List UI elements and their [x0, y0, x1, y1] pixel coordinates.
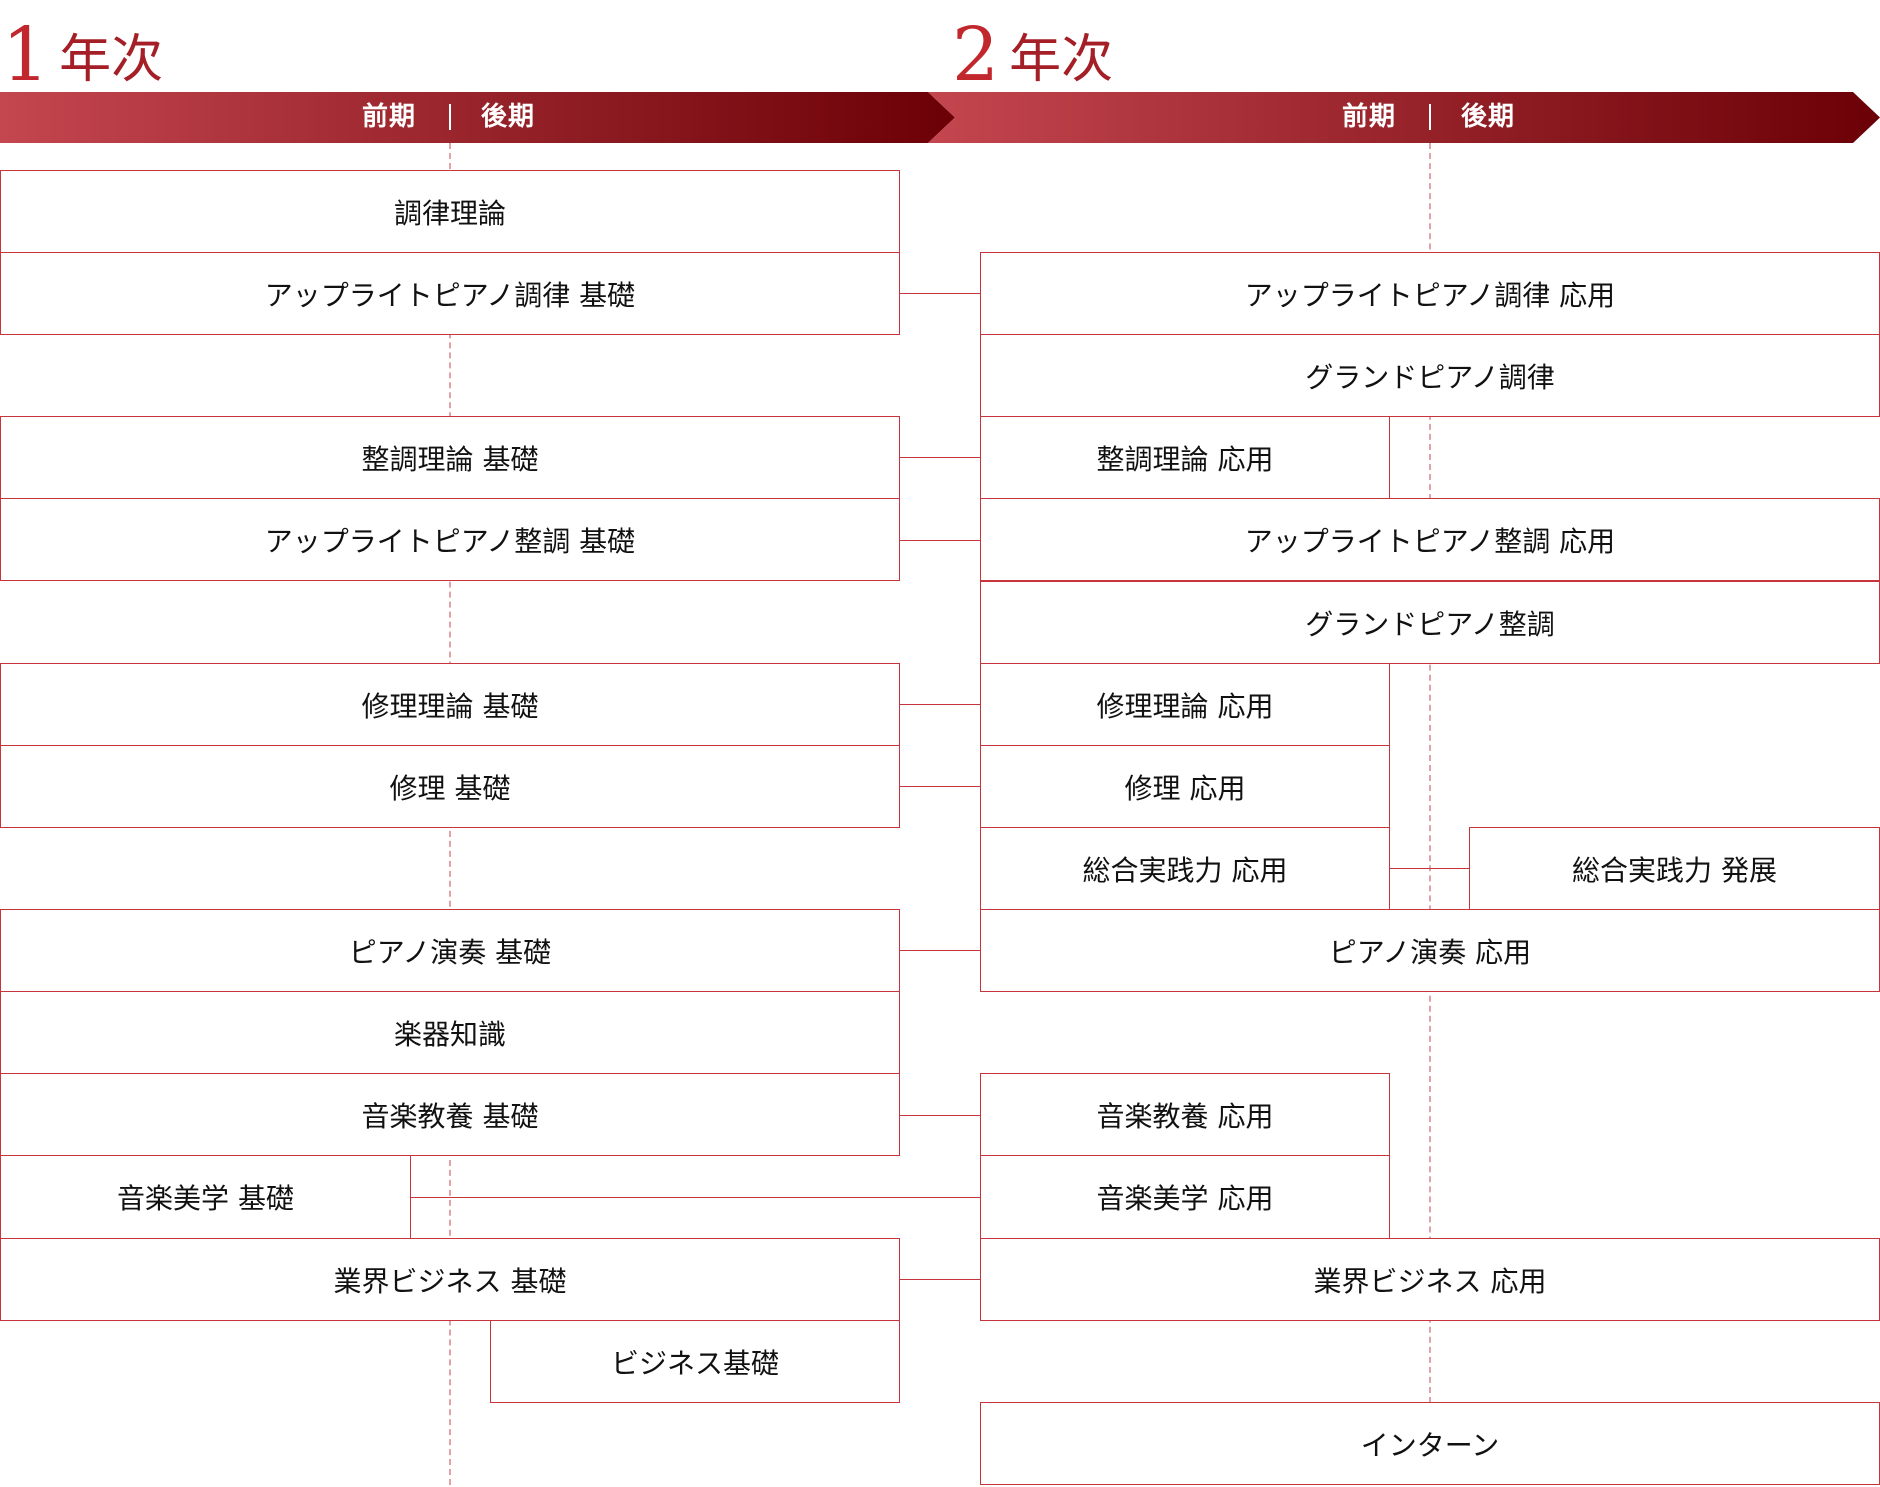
year-2-label: 年次 [1009, 30, 1114, 90]
course-box: ピアノ演奏 応用 [980, 909, 1880, 992]
course-box: 業界ビジネス 基礎 [0, 1238, 900, 1321]
course-box: 業界ビジネス 応用 [980, 1238, 1880, 1321]
course-box: インターン [980, 1402, 1880, 1485]
connector-practice [1389, 868, 1469, 869]
year-1-arrow-shape [0, 92, 955, 143]
course-box: 総合実践力 発展 [1469, 827, 1880, 910]
year-2-heading: 2 年次 [952, 2, 1113, 92]
course-box: グランドピアノ調律 [980, 334, 1880, 417]
course-box: 音楽美学 基礎 [0, 1155, 411, 1239]
course-box: 楽器知識 [0, 991, 900, 1074]
connector-regulation-theory [900, 457, 980, 458]
course-box: ビジネス基礎 [490, 1320, 900, 1403]
year-2-term-divider-line [1429, 143, 1431, 1403]
connector-tuning [900, 293, 980, 294]
year-2-term-second: 後期 [1461, 102, 1516, 132]
connector-piano-performance [900, 950, 980, 951]
course-box: 音楽教養 基礎 [0, 1073, 900, 1156]
connector-music-culture [900, 1115, 980, 1116]
connector-industry-business [900, 1279, 980, 1280]
year-1-term-first: 前期 [362, 102, 417, 132]
year-1-term-banner: 前期 後期 [0, 92, 955, 143]
course-box: 調律理論 [0, 170, 900, 253]
course-box: 修理理論 基礎 [0, 663, 900, 746]
course-box: アップライトピアノ整調 応用 [980, 498, 1880, 581]
course-box: アップライトピアノ調律 応用 [980, 252, 1880, 335]
year-2-term-first: 前期 [1342, 102, 1397, 132]
course-box: 音楽美学 応用 [980, 1155, 1390, 1239]
course-box: 修理理論 応用 [980, 663, 1390, 746]
year-1-term-second: 後期 [481, 102, 536, 132]
course-box: 総合実践力 応用 [980, 827, 1390, 910]
course-box: 修理 基礎 [0, 745, 900, 828]
course-box: アップライトピアノ調律 基礎 [0, 252, 900, 335]
connector-upright-regulation [900, 540, 980, 541]
year-1-label: 年次 [59, 30, 164, 90]
year-1-heading: 1 年次 [2, 2, 163, 92]
year-1-number: 1 [2, 12, 50, 98]
year-2-number: 2 [952, 12, 1000, 98]
course-box: ピアノ演奏 基礎 [0, 909, 900, 992]
year-2-arrow-shape [928, 92, 1880, 143]
year-1-term-divider [449, 104, 451, 130]
year-2-term-divider [1429, 104, 1431, 130]
course-box: 音楽教養 応用 [980, 1073, 1390, 1156]
course-box: 整調理論 応用 [980, 416, 1390, 499]
connector-repair-theory [900, 704, 980, 705]
course-box: グランドピアノ整調 [980, 581, 1880, 664]
course-box: アップライトピアノ整調 基礎 [0, 498, 900, 581]
course-box: 整調理論 基礎 [0, 416, 900, 499]
year-2-term-banner: 前期 後期 [928, 92, 1880, 143]
course-box: 修理 応用 [980, 745, 1390, 828]
connector-music-aesthetics [410, 1197, 980, 1198]
connector-repair [900, 786, 980, 787]
